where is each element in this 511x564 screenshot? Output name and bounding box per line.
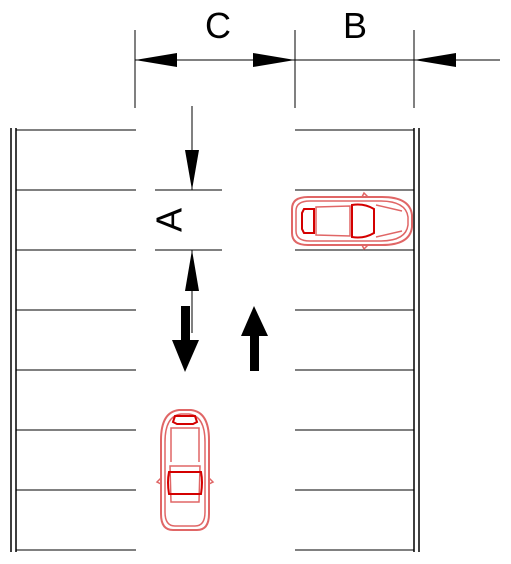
- car-icon: [291, 191, 413, 251]
- dimension-label-c: C: [205, 5, 231, 46]
- left-stall-lines: [16, 129, 136, 551]
- right-stall-lines: [295, 129, 414, 551]
- dimension-b: B: [295, 5, 500, 67]
- right-wall: [413, 128, 420, 552]
- dimension-arrowhead: [185, 250, 199, 291]
- dimension-label-b: B: [343, 5, 367, 46]
- dimension-arrowhead: [414, 53, 456, 67]
- up-arrow-icon: [241, 306, 268, 371]
- down-arrow-icon: [172, 306, 199, 372]
- dimension-arrowhead: [253, 53, 295, 67]
- dimension-arrowhead: [185, 150, 199, 190]
- dimension-a: A: [149, 106, 222, 333]
- dimension-label-a: A: [149, 208, 190, 232]
- left-wall: [10, 128, 17, 552]
- dimension-extension-lines: [134, 30, 415, 108]
- dimension-arrowhead: [135, 53, 177, 67]
- dimension-c: C: [135, 5, 295, 67]
- car-icon: [155, 409, 215, 531]
